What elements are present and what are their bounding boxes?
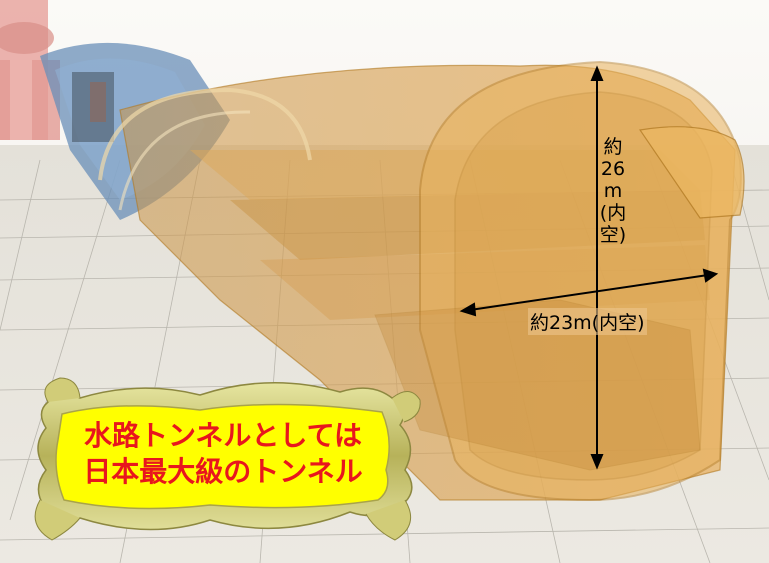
banner-frame: [34, 377, 421, 541]
height-dimension-label: 約 26 m (内 空): [598, 136, 628, 246]
dimension-arrows: [459, 65, 719, 470]
height-label-char: m: [603, 180, 623, 202]
height-label-char: 約: [603, 136, 623, 158]
banner-line-1: 水路トンネルとしては: [83, 419, 363, 452]
banner-caption: 水路トンネルとしては 日本最大級のトンネル: [58, 418, 388, 490]
height-label-char: (内: [599, 202, 627, 224]
height-label-char: 26: [600, 158, 626, 180]
banner-line-2: 日本最大級のトンネル: [83, 455, 363, 488]
height-label-char: 空): [599, 224, 627, 246]
width-dimension-label: 約23m(内空): [528, 308, 647, 335]
main-tunnel: [98, 60, 745, 502]
